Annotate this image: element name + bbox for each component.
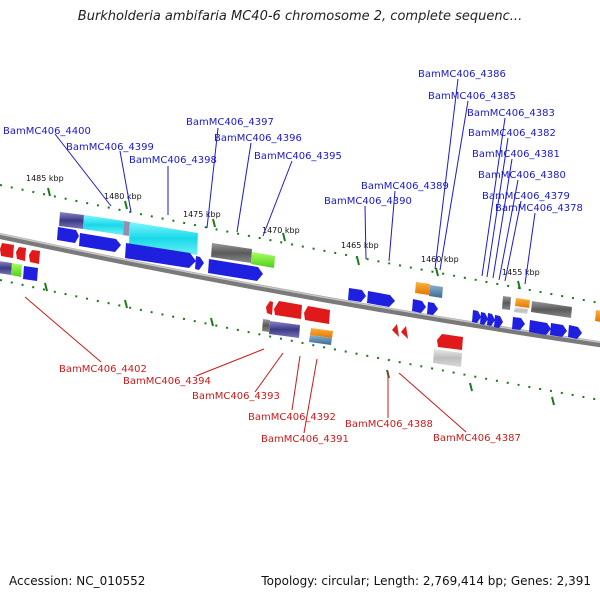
tick-label: 1485 kbp bbox=[26, 174, 64, 183]
gene-feature bbox=[59, 212, 84, 229]
gene-label: BamMC406_4383 bbox=[467, 108, 555, 119]
gene-label: BamMC406_4394 bbox=[123, 376, 211, 387]
gene-feature bbox=[211, 243, 252, 263]
gene-feature bbox=[514, 307, 528, 314]
reverse-gene-arrow bbox=[274, 301, 302, 319]
reverse-gene-arrow bbox=[304, 306, 330, 324]
reverse-gene-arrow bbox=[29, 250, 40, 264]
bottom-labels: BamMC406_4402 BamMC406_4394 BamMC406_439… bbox=[59, 364, 521, 445]
gene-label: BamMC406_4396 bbox=[214, 133, 302, 144]
forward-gene-arrow bbox=[512, 317, 525, 330]
reverse-gene-arrow bbox=[392, 324, 399, 337]
forward-gene-arrow bbox=[568, 325, 582, 339]
gene-feature bbox=[433, 349, 462, 367]
reverse-gene-arrow bbox=[401, 326, 408, 339]
forward-gene-arrow bbox=[348, 288, 366, 302]
gene-label: BamMC406_4379 bbox=[482, 191, 570, 202]
forward-gene-arrow bbox=[427, 302, 438, 315]
gene-feature bbox=[429, 285, 443, 298]
reverse-gene-arrow bbox=[0, 243, 14, 258]
gene-label: BamMC406_4380 bbox=[478, 170, 566, 181]
gene-feature bbox=[23, 266, 38, 281]
forward-gene-arrow bbox=[195, 256, 204, 270]
tick-label: 1455 kbp bbox=[502, 268, 540, 277]
forward-gene-arrow bbox=[367, 291, 395, 307]
gene-label: BamMC406_4391 bbox=[261, 434, 349, 445]
gene-feature bbox=[595, 310, 600, 322]
gene-label: BamMC406_4381 bbox=[472, 149, 560, 160]
gene-feature bbox=[262, 319, 270, 332]
reverse-gene-arrow bbox=[16, 247, 26, 261]
gene-label: BamMC406_4378 bbox=[495, 203, 583, 214]
reverse-features bbox=[0, 243, 463, 367]
gene-label: BamMC406_4393 bbox=[192, 391, 280, 402]
bottom-leader-lines bbox=[24, 296, 467, 434]
gene-label: BamMC406_4392 bbox=[248, 412, 336, 423]
tick-label: 1460 kbp bbox=[421, 255, 459, 264]
tick-labels: 1485 kbp 1480 kbp 1475 kbp 1470 kbp 1465… bbox=[26, 174, 540, 277]
gene-label: BamMC406_4387 bbox=[433, 433, 521, 444]
gene-feature bbox=[415, 282, 430, 295]
forward-gene-arrow bbox=[550, 323, 567, 337]
gene-feature bbox=[0, 261, 12, 275]
gene-label: BamMC406_4389 bbox=[361, 181, 449, 192]
forward-gene-arrow bbox=[125, 243, 196, 268]
gene-feature bbox=[269, 321, 300, 338]
forward-gene-arrow bbox=[494, 315, 503, 328]
gene-label: BamMC406_4382 bbox=[468, 128, 556, 139]
gene-feature bbox=[515, 298, 530, 308]
forward-gene-arrow bbox=[487, 313, 495, 326]
gene-label: BamMC406_4398 bbox=[129, 155, 217, 166]
gene-feature bbox=[531, 301, 572, 318]
gene-label: BamMC406_4400 bbox=[3, 126, 91, 137]
tick-label: 1480 kbp bbox=[104, 192, 142, 201]
reverse-gene-arrow bbox=[437, 334, 463, 350]
gene-label: BamMC406_4402 bbox=[59, 364, 147, 375]
gene-feature bbox=[11, 263, 22, 277]
map-title: Burkholderia ambifaria MC40-6 chromosome… bbox=[77, 9, 523, 24]
forward-features bbox=[57, 212, 600, 339]
gene-label: BamMC406_4397 bbox=[186, 117, 274, 128]
forward-gene-arrow bbox=[57, 227, 79, 243]
gene-feature bbox=[310, 328, 333, 338]
top-leader-lines bbox=[54, 78, 536, 285]
gene-feature bbox=[502, 296, 511, 310]
gene-feature bbox=[123, 221, 130, 236]
tick-label: 1470 kbp bbox=[262, 226, 300, 235]
gene-label: BamMC406_4388 bbox=[345, 419, 433, 430]
forward-gene-arrow bbox=[472, 310, 481, 323]
gene-label: BamMC406_4386 bbox=[418, 69, 506, 80]
gene-feature bbox=[251, 252, 275, 268]
topology-summary: Topology: circular; Length: 2,769,414 bp… bbox=[261, 574, 591, 588]
forward-gene-arrow bbox=[480, 312, 488, 325]
forward-gene-arrow bbox=[79, 233, 121, 252]
forward-gene-arrow bbox=[208, 259, 263, 281]
reverse-gene-arrow bbox=[266, 301, 273, 315]
genome-backbone bbox=[0, 232, 600, 348]
forward-gene-arrow bbox=[412, 299, 426, 313]
top-labels: BamMC406_4400 BamMC406_4399 BamMC406_439… bbox=[3, 69, 583, 214]
tick-label: 1465 kbp bbox=[341, 241, 379, 250]
gene-label: BamMC406_4395 bbox=[254, 151, 342, 162]
gene-feature bbox=[83, 215, 124, 235]
gene-feature bbox=[309, 335, 332, 345]
gene-label: BamMC406_4399 bbox=[66, 142, 154, 153]
gene-label: BamMC406_4390 bbox=[324, 196, 412, 207]
tick-marks bbox=[44, 187, 555, 406]
forward-gene-arrow bbox=[529, 320, 551, 335]
accession-text: Accession: NC_010552 bbox=[9, 574, 146, 588]
gene-label: BamMC406_4385 bbox=[428, 91, 516, 102]
tick-label: 1475 kbp bbox=[183, 210, 221, 219]
